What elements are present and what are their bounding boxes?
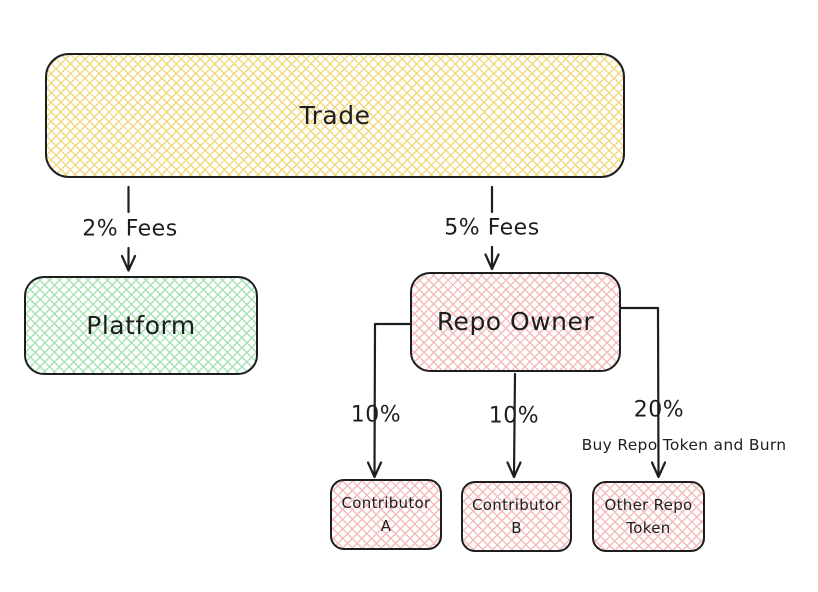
arrowhead-icon [366, 461, 383, 479]
edge-label-repo-to-contributor-b: 10% [488, 403, 540, 429]
node-contributor-a: Contributor A [330, 479, 442, 550]
node-contributor-b-label: Contributor B [472, 494, 561, 539]
arrowhead-icon [120, 254, 137, 272]
node-repo-owner: Repo Owner [410, 272, 621, 372]
arrow-repo-to-contributor-a [366, 322, 412, 479]
node-contributor-a-line2: A [380, 516, 392, 535]
node-contributor-b-line2: B [511, 518, 522, 537]
arrowhead-icon [484, 253, 500, 271]
node-other-repo-token-line2: Token [626, 518, 671, 537]
edge-label-trade-to-repo-owner: 5% Fees [444, 215, 540, 241]
node-repo-owner-label: Repo Owner [436, 307, 595, 336]
node-other-repo-token-label: Other Repo Token [604, 494, 692, 539]
edge-label-trade-to-platform: 2% Fees [82, 216, 178, 242]
arrow-trade-to-platform [120, 185, 137, 272]
node-platform: Platform [24, 276, 258, 375]
node-other-repo-token-line1: Other Repo [604, 496, 693, 514]
node-contributor-a-line1: Contributor [341, 494, 431, 512]
arrow-repo-to-contributor-b [506, 372, 522, 479]
arrowhead-icon [650, 461, 667, 479]
arrow-trade-to-repo-owner [484, 185, 500, 271]
edge-label-repo-to-contributor-a: 10% [350, 402, 402, 428]
edge-note-buy-repo-token-and-burn: Buy Repo Token and Burn [581, 436, 787, 454]
node-platform-label: Platform [86, 310, 196, 340]
node-contributor-a-label: Contributor A [342, 492, 431, 537]
edge-line [373, 322, 412, 477]
edge-line [512, 372, 517, 477]
node-contributor-b: Contributor B [461, 481, 572, 552]
arrow-repo-to-other-repo-token [619, 306, 667, 479]
node-trade-label: Trade [299, 100, 371, 130]
node-other-repo-token: Other Repo Token [592, 481, 705, 552]
node-contributor-b-line1: Contributor [472, 496, 561, 514]
arrowhead-icon [506, 461, 522, 479]
edge-line [619, 306, 660, 477]
node-trade: Trade [45, 53, 625, 178]
edge-label-repo-to-other-repo-token: 20% [633, 397, 685, 423]
